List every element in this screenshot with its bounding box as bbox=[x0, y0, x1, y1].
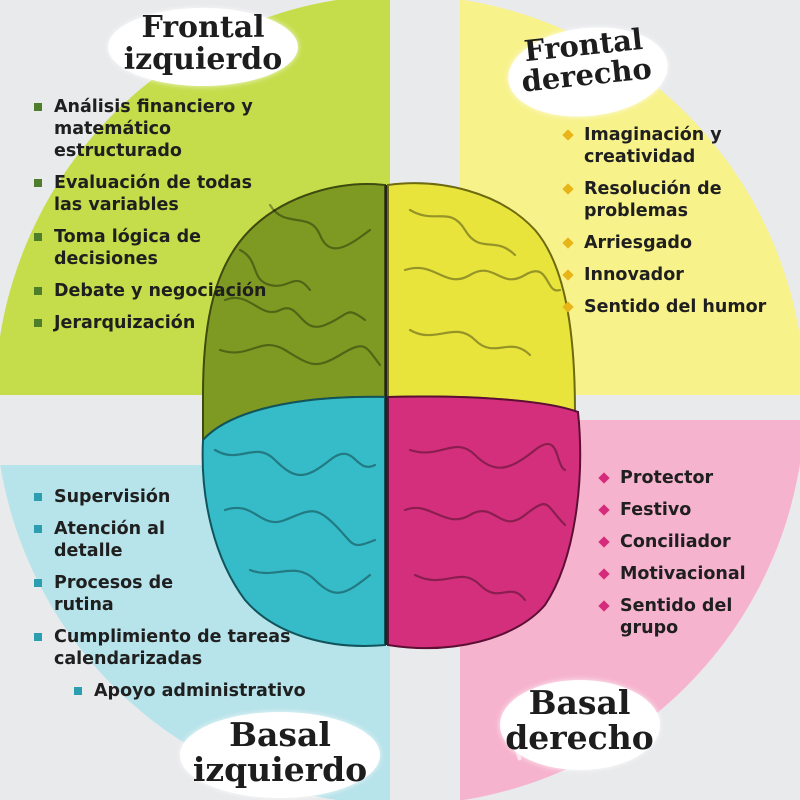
basal-left-list: Supervisión Atención al detalle Procesos… bbox=[32, 486, 332, 712]
list-item-text: Innovador bbox=[584, 265, 684, 285]
bullet-diamond-icon bbox=[598, 504, 610, 516]
basal-left-title-line2: izquierdo bbox=[192, 749, 368, 789]
brain-illustration bbox=[201, 182, 582, 650]
list-item: Protector bbox=[598, 467, 788, 489]
list-item: Motivacional bbox=[598, 563, 788, 585]
frontal-left-title-line1: Frontal bbox=[141, 10, 265, 45]
basal-right-title-line2: derecho bbox=[505, 717, 654, 757]
frontal-right-list: Imaginación y creatividad Resolución de … bbox=[562, 124, 792, 328]
basal-right-title: Basal derecho bbox=[502, 683, 657, 757]
list-item-text: Debate y negociación bbox=[54, 281, 267, 301]
list-item: Evaluación de todas las variables bbox=[32, 172, 272, 216]
list-item: Innovador bbox=[562, 264, 792, 286]
list-item: Conciliador bbox=[598, 531, 788, 553]
list-item-text: Análisis financiero y matemático estruct… bbox=[54, 97, 253, 161]
bullet-diamond-icon bbox=[598, 536, 610, 548]
list-item: Supervisión bbox=[32, 486, 332, 508]
list-item: Jerarquización bbox=[32, 312, 272, 334]
bullet-diamond-icon bbox=[562, 237, 574, 249]
bullet-diamond-icon bbox=[598, 472, 610, 484]
list-item: Sentido del humor bbox=[562, 296, 792, 318]
frontal-left-list: Análisis financiero y matemático estruct… bbox=[32, 96, 272, 344]
list-item-text: Cumplimiento de tareas calendarizadas bbox=[54, 627, 291, 669]
list-item-text: Atención al detalle bbox=[54, 519, 165, 561]
list-item: Imaginación y creatividad bbox=[562, 124, 792, 168]
list-item: Cumplimiento de tareas calendarizadas bbox=[32, 626, 332, 670]
list-item: Arriesgado bbox=[562, 232, 792, 254]
list-item-text: Sentido del humor bbox=[584, 297, 767, 317]
bullet-diamond-icon bbox=[562, 129, 574, 141]
brain-basal-right-lobe bbox=[387, 395, 582, 650]
bullet-square-icon bbox=[34, 525, 42, 533]
list-item-text: Apoyo administrativo bbox=[94, 681, 306, 701]
bullet-square-icon bbox=[34, 179, 42, 187]
bullet-diamond-icon bbox=[562, 301, 574, 313]
bullet-square-icon bbox=[74, 687, 82, 695]
list-item-text: Festivo bbox=[620, 500, 692, 520]
bullet-square-icon bbox=[34, 287, 42, 295]
list-item-text: Imaginación y creatividad bbox=[584, 125, 722, 167]
list-item-text: Protector bbox=[620, 468, 714, 488]
bullet-square-icon bbox=[34, 103, 42, 111]
list-item: Procesos de rutina bbox=[32, 572, 224, 616]
bullet-diamond-icon bbox=[562, 269, 574, 281]
list-item-text: Evaluación de todas las variables bbox=[54, 173, 253, 215]
basal-left-title: Basal izquierdo bbox=[185, 715, 375, 789]
list-item-text: Procesos de rutina bbox=[54, 573, 174, 615]
list-item-text: Sentido del grupo bbox=[620, 596, 733, 638]
frontal-left-title: Frontal izquierdo bbox=[118, 12, 288, 75]
list-item-text: Arriesgado bbox=[584, 233, 692, 253]
frontal-left-title-line2: izquierdo bbox=[123, 41, 283, 77]
list-item-text: Motivacional bbox=[620, 564, 746, 584]
basal-right-list: Protector Festivo Conciliador Motivacion… bbox=[598, 467, 788, 649]
title-backdrop-frontal-left bbox=[108, 8, 298, 86]
bullet-square-icon bbox=[34, 493, 42, 501]
list-item: Sentido del grupo bbox=[598, 595, 788, 639]
bullet-diamond-icon bbox=[598, 568, 610, 580]
list-item-text: Jerarquización bbox=[54, 313, 196, 333]
list-item-text: Conciliador bbox=[620, 532, 731, 552]
list-item: Atención al detalle bbox=[32, 518, 204, 562]
title-backdrop-basal-left bbox=[180, 712, 380, 798]
bullet-square-icon bbox=[34, 319, 42, 327]
bullet-square-icon bbox=[34, 233, 42, 241]
bullet-diamond-icon bbox=[562, 183, 574, 195]
bullet-square-icon bbox=[34, 579, 42, 587]
list-item: Resolución de problemas bbox=[562, 178, 792, 222]
list-item-text: Toma lógica de decisiones bbox=[54, 227, 201, 269]
list-item: Toma lógica de decisiones bbox=[32, 226, 272, 270]
list-item-text: Supervisión bbox=[54, 487, 171, 507]
basal-left-title-line1: Basal bbox=[229, 715, 331, 754]
list-item: Festivo bbox=[598, 499, 788, 521]
bullet-square-icon bbox=[34, 633, 42, 641]
basal-right-title-line1: Basal bbox=[528, 683, 631, 722]
list-item-text: Resolución de problemas bbox=[584, 179, 722, 221]
list-item: Debate y negociación bbox=[32, 280, 272, 302]
title-backdrop-basal-right bbox=[500, 680, 660, 770]
bullet-diamond-icon bbox=[598, 600, 610, 612]
list-item: Análisis financiero y matemático estruct… bbox=[32, 96, 272, 162]
brain-basal-left-lobe bbox=[201, 395, 386, 647]
list-item: Apoyo administrativo bbox=[72, 680, 332, 702]
